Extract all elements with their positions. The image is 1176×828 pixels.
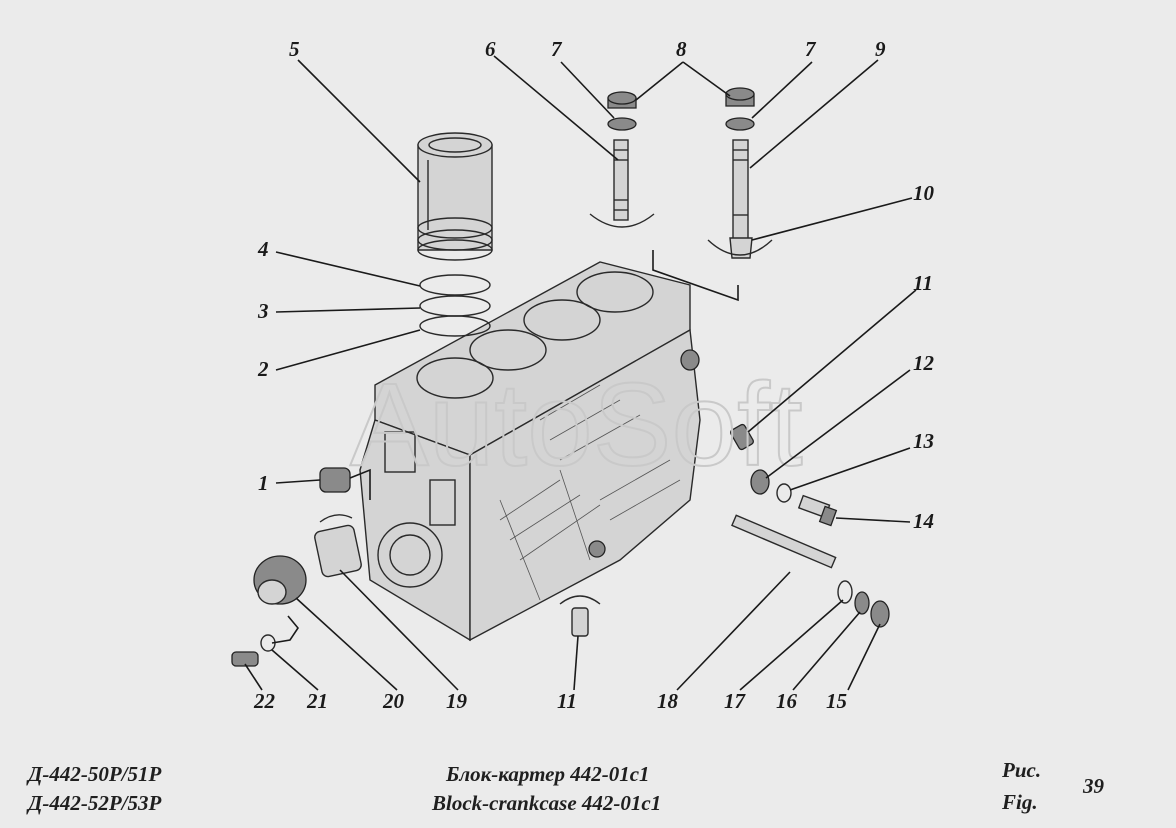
title-english: Block-crankcase 442-01с1 [432, 791, 662, 815]
fig-label-russian: Рис. [1002, 758, 1042, 782]
callout-2: 2 [257, 357, 269, 381]
callout-4: 4 [257, 237, 269, 261]
cylinder-liner [417, 132, 493, 261]
callouts: 5 6 7 8 7 9 10 4 11 3 12 2 13 1 14 22 21… [253, 37, 935, 713]
nut-15 [870, 600, 890, 628]
gasket-19 [314, 514, 362, 578]
callout-14: 14 [913, 509, 934, 533]
callout-13: 13 [913, 429, 934, 453]
callout-1: 1 [258, 471, 269, 495]
callout-21: 21 [306, 689, 328, 713]
washer-17 [837, 580, 853, 604]
callout-5: 5 [289, 37, 300, 61]
long-stud-18 [731, 514, 837, 569]
callout-10: 10 [913, 181, 935, 205]
sealing-rings [419, 274, 491, 337]
callout-15: 15 [826, 689, 847, 713]
washer-16 [854, 591, 870, 615]
callout-8: 8 [676, 37, 687, 61]
callout-18: 18 [657, 689, 679, 713]
title-russian: Блок-картер 442-01с1 [446, 762, 650, 786]
housing-20 [253, 555, 307, 605]
callout-7-right: 7 [805, 37, 817, 61]
callout-17: 17 [724, 689, 747, 713]
callout-9: 9 [875, 37, 886, 61]
callout-11-lower: 11 [557, 689, 577, 713]
leader-lines [244, 55, 917, 691]
bolt-14 [797, 494, 838, 527]
model-line-1: Д-442-50Р/51Р [28, 762, 162, 786]
watermark: AutoSoft [350, 359, 803, 491]
washer-12 [750, 469, 770, 495]
callout-19: 19 [446, 689, 468, 713]
fig-label-english: Fig. [1002, 790, 1038, 814]
callout-6: 6 [485, 37, 496, 61]
callout-22: 22 [253, 689, 276, 713]
callout-12: 12 [913, 351, 935, 375]
callout-11-upper: 11 [913, 271, 933, 295]
washer-13 [776, 483, 792, 503]
callout-7-left: 7 [551, 37, 563, 61]
bushing-upper [730, 423, 754, 451]
model-line-2: Д-442-52Р/53Р [28, 791, 162, 815]
stud-long [725, 87, 755, 259]
cylinder-block [359, 261, 701, 642]
figure-number: 39 [1083, 774, 1104, 798]
callout-16: 16 [776, 689, 798, 713]
bolt-22 [231, 651, 259, 667]
bushing-lower [559, 595, 601, 637]
callout-20: 20 [382, 689, 405, 713]
callout-3: 3 [257, 299, 269, 323]
